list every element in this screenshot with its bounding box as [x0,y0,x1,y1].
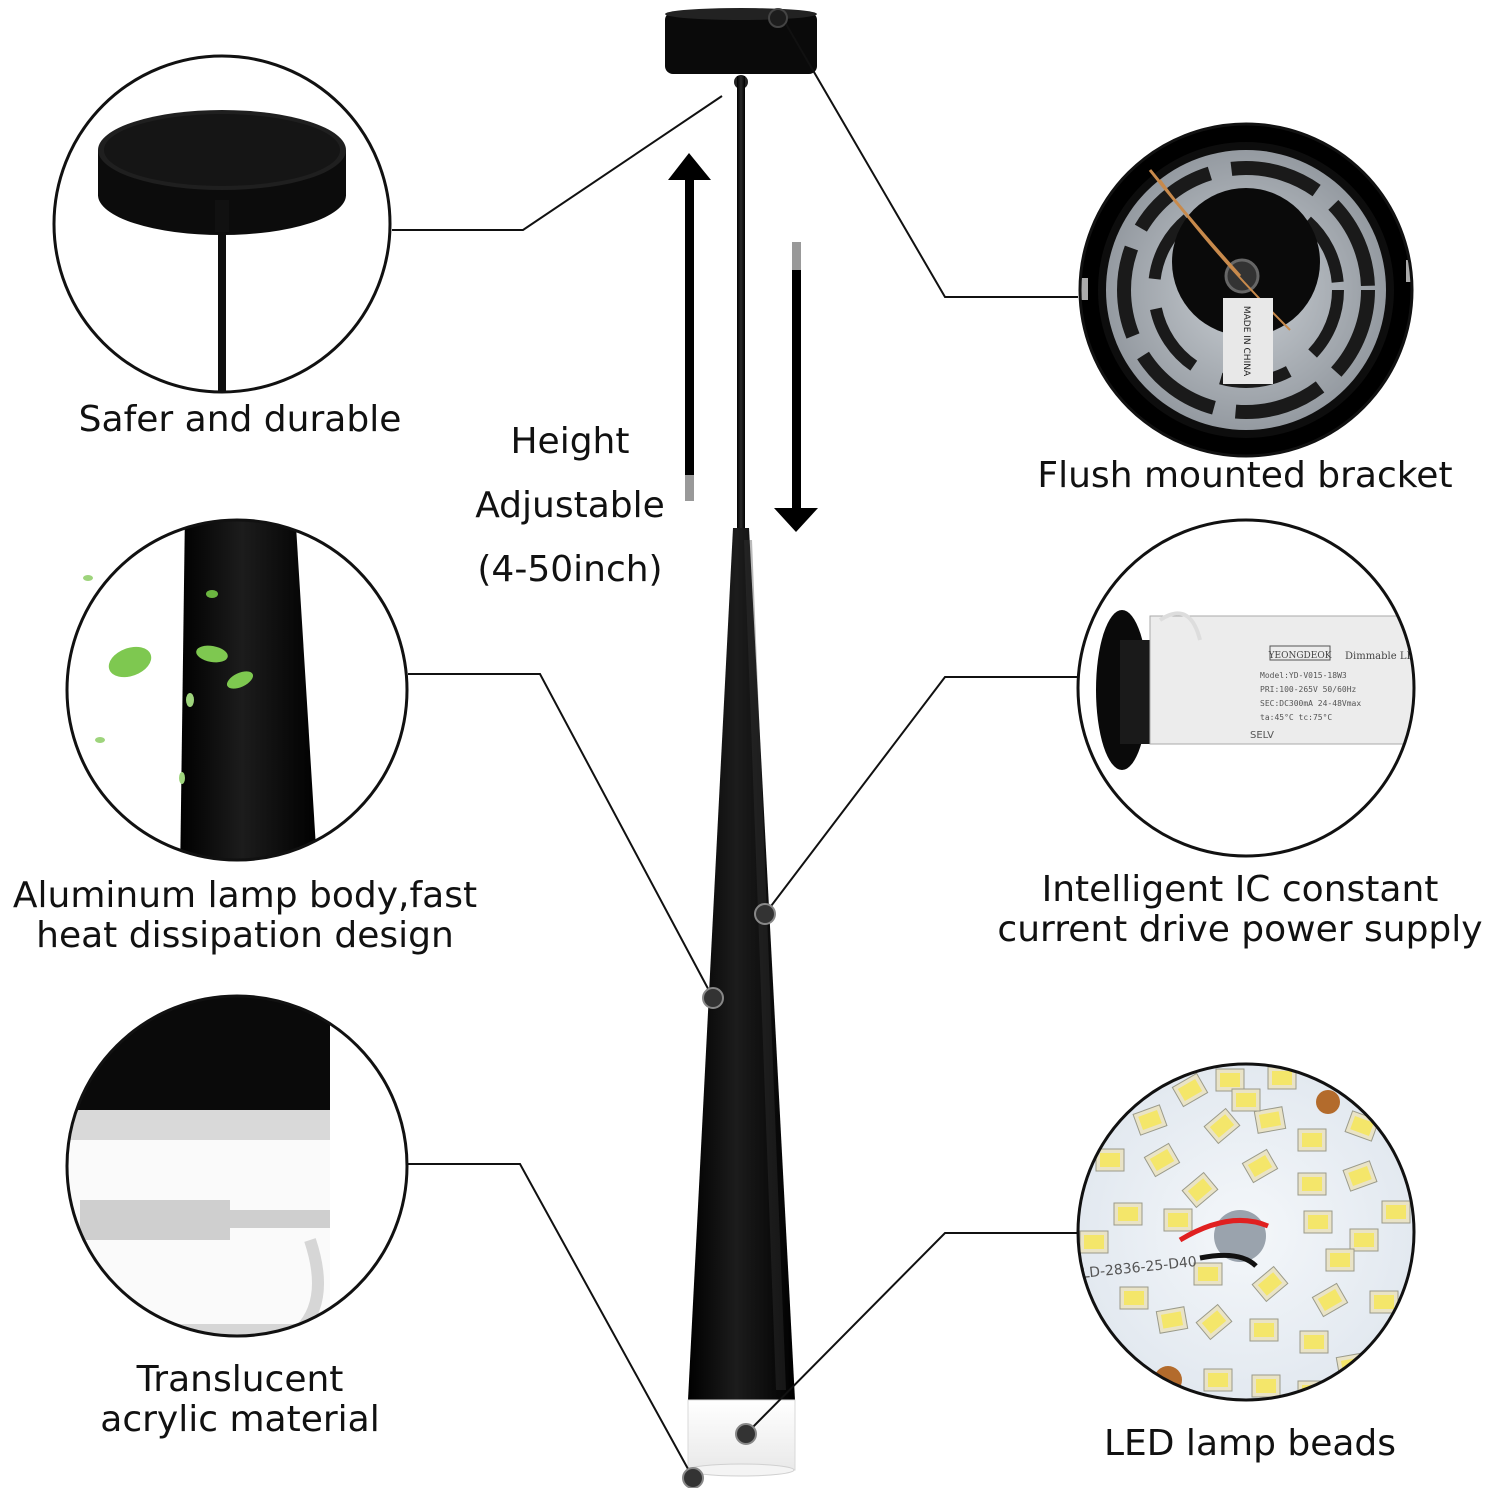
detail-canopy [52,54,392,394]
led-bead [1249,1318,1279,1342]
feature-label-aluminum: Aluminum lamp body,fast heat dissipation… [0,875,490,957]
feature-label-led: LED lamp beads [1060,1423,1440,1464]
led-bead [1297,1128,1327,1152]
feature-text: Flush mounted bracket [1037,455,1453,496]
driver-pri: PRI:100-265V 50/60Hz [1260,685,1357,694]
led-bead [1195,1303,1233,1341]
leaf-icon [83,575,254,784]
canopy-top [665,8,817,20]
canopy-screw [768,8,788,28]
led-bead [1132,1104,1168,1136]
driver-sec: SEC:DC300mA 24-48Vmax [1260,699,1361,708]
driver-title: Dimmable LED [1345,651,1422,662]
led-bead [1349,1228,1379,1252]
acrylic-bottom [687,1463,795,1477]
feature-text: Intelligent IC constant [1041,869,1439,910]
led-bead [1325,1248,1355,1272]
led-bead [1119,1286,1149,1310]
feature-text: acrylic material [100,1399,380,1441]
led-bead [1253,1106,1287,1134]
feature-text: heat dissipation design [36,915,454,957]
feature-text: LED lamp beads [1103,1423,1397,1464]
feature-text: Height [510,421,630,462]
led-bead [1297,1172,1327,1196]
arrow-down-icon [774,508,818,532]
led-bead [1193,1262,1223,1286]
suspension-rod [737,76,745,528]
led-bead [1143,1142,1181,1178]
led-bead [1203,1368,1233,1392]
driver-temp: ta:45°C tc:75°C [1260,713,1332,722]
led-bead [1299,1330,1329,1354]
driver-model: Model:YD-V015-18W3 [1260,671,1347,680]
led-bead [1342,1160,1378,1192]
led-bead [1155,1306,1189,1334]
feature-text: Safer and durable [78,399,402,440]
led-bead [1335,1352,1369,1380]
detail-led-board: LD-2836-25-D40 [1076,1062,1416,1402]
ceiling-canopy [665,12,817,74]
lamp-body [688,528,795,1400]
detail-bracket: MADE IN CHINA [1078,122,1414,458]
feature-label-safer: Safer and durable [40,399,440,440]
feature-label-acrylic: Translucent acrylic material [40,1359,440,1441]
led-bead [1381,1200,1411,1224]
callout-lines [392,23,1078,1479]
feature-text: Translucent [136,1359,344,1400]
led-bead [1241,1148,1279,1184]
callout-dots [682,903,776,1488]
led-bead [1231,1088,1261,1112]
feature-label-driver: Intelligent IC constant current drive po… [980,869,1500,951]
feature-label-height: Height Adjustable (4-50inch) [445,410,695,602]
led-bead-grid [1079,1066,1411,1400]
led-bead [1251,1265,1289,1303]
led-bead [1171,1072,1209,1108]
detail-driver: YEONGDEOK Dimmable LED Model:YD-V015-18W… [1076,518,1422,858]
led-bead [1163,1208,1193,1232]
lamp-highlight [744,540,786,1390]
detail-aluminum-body [65,518,409,862]
led-bead [1369,1290,1399,1314]
bracket-label: MADE IN CHINA [1241,306,1251,377]
led-bead [1267,1066,1297,1090]
feature-text: (4-50inch) [477,549,663,591]
pendant-lamp [665,8,817,1477]
led-bead [1297,1380,1327,1400]
detail-acrylic [65,994,409,1338]
feature-text: Adjustable [475,485,665,527]
led-bead [1181,1171,1219,1209]
led-bead [1215,1068,1245,1092]
driver-brand: YEONGDEOK [1268,651,1332,661]
led-bead [1113,1202,1143,1226]
led-bead [1203,1107,1241,1145]
led-bead [1079,1230,1109,1254]
feature-text: current drive power supply [997,909,1483,951]
driver-selv: SELV [1250,730,1274,741]
feature-label-bracket: Flush mounted bracket [1010,455,1480,496]
led-bead [1303,1210,1333,1234]
led-bead [1311,1282,1349,1318]
led-bead [1251,1374,1281,1398]
arrow-up-icon [668,153,711,180]
feature-text: Aluminum lamp body,fast [12,875,478,916]
height-arrows [668,153,818,532]
led-bead [1095,1148,1125,1172]
